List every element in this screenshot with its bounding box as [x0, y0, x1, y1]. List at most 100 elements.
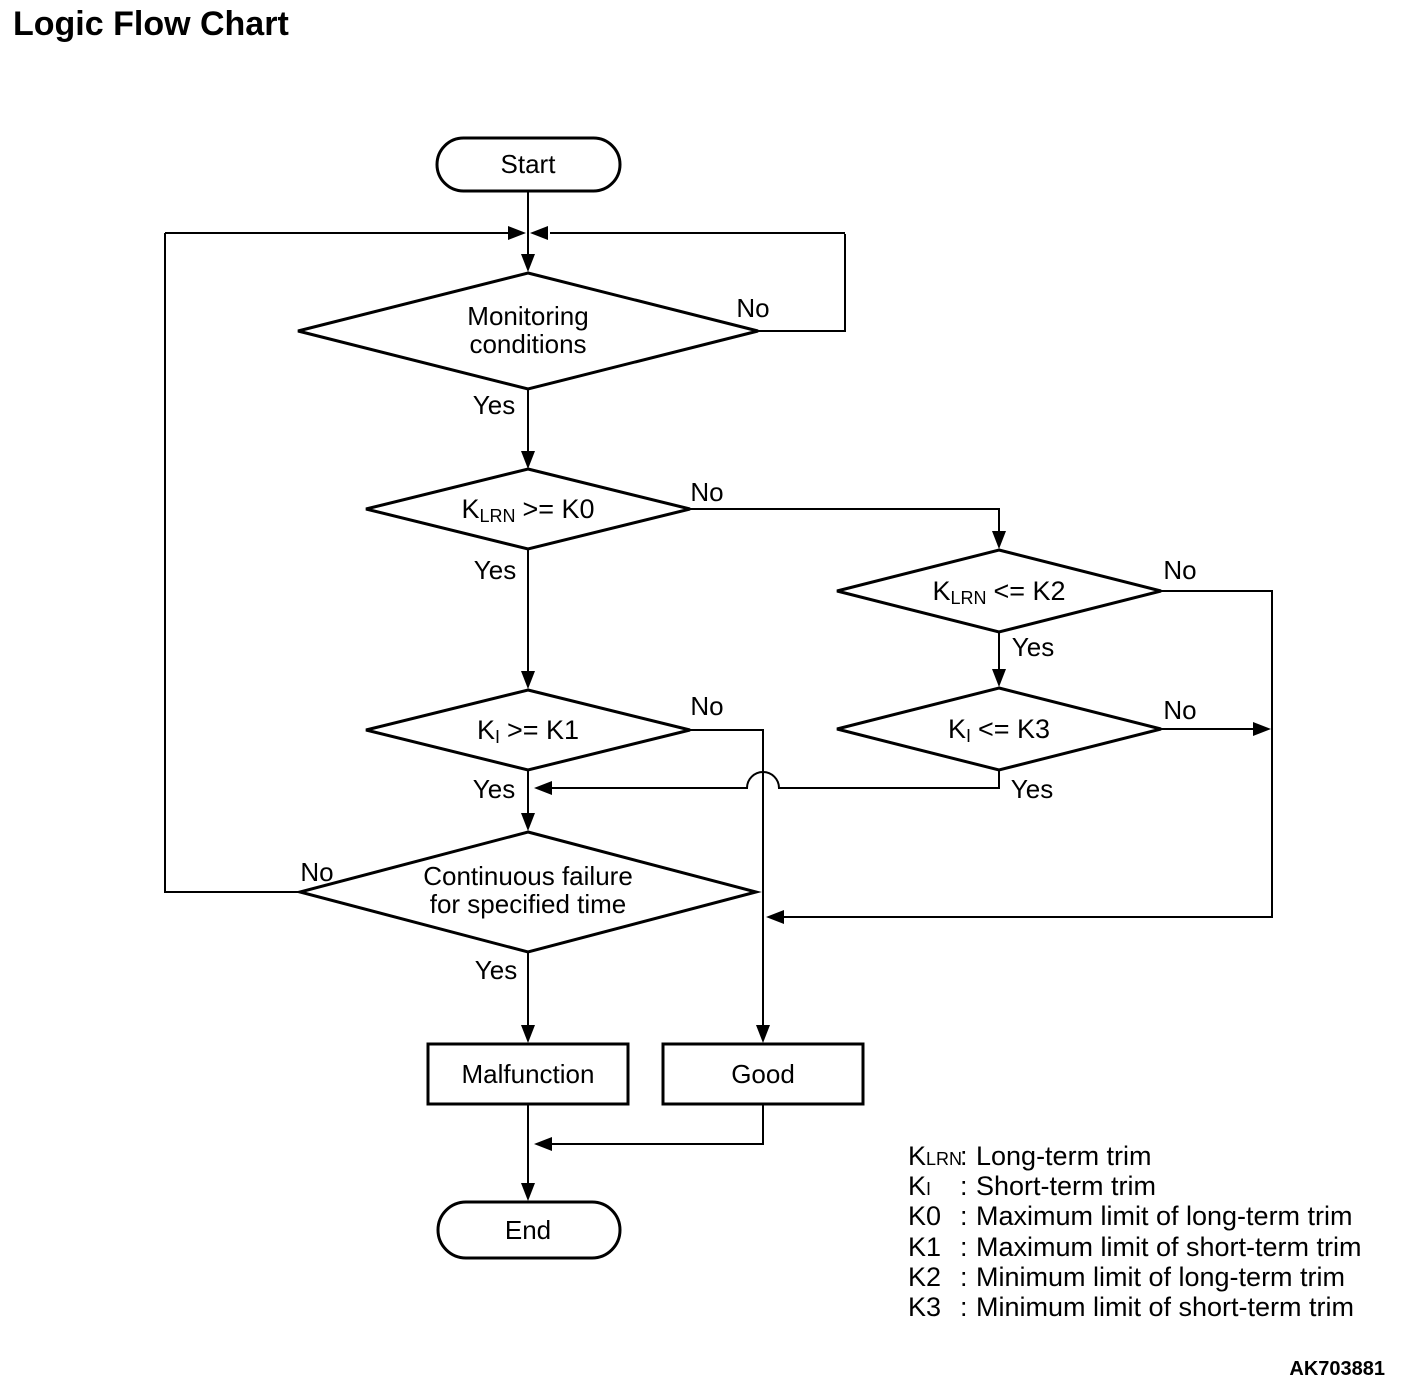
node-end — [436, 1200, 622, 1260]
legend-colon: : — [960, 1261, 968, 1292]
connector-line — [690, 729, 764, 1026]
start-label: Start — [501, 149, 557, 179]
connector-line — [552, 1104, 764, 1145]
decision-ki-le-k3 — [836, 686, 1162, 772]
legend-colon: : — [960, 1141, 968, 1171]
arrowhead — [521, 1183, 535, 1201]
edge-malfunction-to-end — [521, 1104, 535, 1201]
edge-klrn-k2-no-down-left — [766, 590, 1273, 924]
legend: KLRN: Long-term trim KI: Short-term trim K… — [908, 1141, 1362, 1322]
edge-loop-right-junction — [530, 226, 845, 240]
arrowhead — [534, 781, 552, 795]
legend-description: Maximum limit of long-term trim — [976, 1201, 1353, 1232]
continuous-label-line2: for specified time — [430, 889, 627, 919]
arrowhead — [530, 226, 548, 240]
legend-symbol: KI — [908, 1171, 932, 1202]
connector-line — [552, 770, 1000, 789]
node-start — [435, 136, 622, 193]
branch-yes-klrn-k2: Yes — [1012, 632, 1054, 662]
legend-colon: : — [960, 1201, 968, 1232]
arrowhead — [766, 910, 784, 924]
legend-item: KI: Short-term trim — [908, 1171, 1362, 1201]
arrowhead — [521, 254, 535, 272]
arrowhead — [521, 813, 535, 831]
branch-yes-monitoring: Yes — [473, 390, 515, 420]
legend-description: Maximum limit of short-term trim — [976, 1231, 1362, 1262]
legend-colon: : — [960, 1231, 968, 1262]
legend-description: Short-term trim — [976, 1171, 1157, 1202]
legend-item: K0: Maximum limit of long-term trim — [908, 1201, 1362, 1231]
arrowhead — [508, 226, 526, 240]
branch-no-continuous: No — [300, 857, 333, 887]
decision-monitoring-conditions — [297, 271, 759, 391]
branch-no-ki-k1: No — [690, 691, 723, 721]
good-label: Good — [731, 1059, 795, 1089]
branch-no-ki-k3: No — [1163, 695, 1196, 725]
legend-symbol: K3 — [908, 1291, 942, 1322]
arrowhead — [756, 1025, 770, 1043]
edge-feedback-left-junction — [165, 226, 526, 240]
node-good — [661, 1042, 865, 1106]
edge-continuous-no-feedback — [164, 233, 300, 893]
edge-junction-to-monitoring — [521, 233, 535, 272]
legend-colon: : — [960, 1291, 968, 1322]
legend-symbol: K1 — [908, 1231, 942, 1262]
node-malfunction — [426, 1042, 630, 1106]
edge-klrn-k0-yes — [521, 549, 535, 689]
edge-ki-k3-yes-merge-with-bridge — [534, 770, 1000, 795]
edge-klrn-k2-yes — [992, 632, 1006, 687]
connector-line — [784, 590, 1273, 918]
arrowhead — [534, 1137, 552, 1151]
continuous-label-line1: Continuous failure — [423, 861, 633, 891]
legend-item: KLRN: Long-term trim — [908, 1141, 1362, 1171]
monitoring-label-line1: Monitoring — [467, 301, 588, 331]
edge-ki-k3-no — [1161, 722, 1271, 736]
legend-symbol: K2 — [908, 1261, 942, 1292]
connector-line — [164, 233, 300, 893]
arrowhead — [521, 451, 535, 469]
legend-description: Long-term trim — [976, 1141, 1152, 1171]
branch-yes-continuous: Yes — [475, 955, 517, 985]
legend-item: K1: Maximum limit of short-term trim — [908, 1232, 1362, 1262]
ki-k1-label: KI>= K1 — [477, 715, 579, 747]
legend-item: K2: Minimum limit of long-term trim — [908, 1262, 1362, 1292]
edge-continuous-yes — [521, 952, 535, 1043]
connector-line — [690, 508, 1000, 531]
connector-line — [758, 234, 846, 332]
decision-ki-ge-k1 — [365, 688, 691, 772]
edge-monitoring-no-loop — [758, 234, 846, 332]
edge-ki-k1-no-to-good — [690, 729, 770, 1043]
branch-no-klrn-k0: No — [690, 477, 723, 507]
decision-continuous-failure — [294, 830, 762, 954]
legend-colon: : — [960, 1171, 968, 1202]
edge-klrn-k0-no — [690, 508, 1006, 549]
legend-description: Minimum limit of short-term trim — [976, 1291, 1355, 1322]
edge-monitoring-yes — [521, 389, 535, 469]
arrowhead — [1253, 722, 1271, 736]
end-label: End — [505, 1215, 551, 1245]
arrowhead — [992, 531, 1006, 549]
legend-description: Minimum limit of long-term trim — [976, 1261, 1346, 1292]
branch-yes-ki-k1: Yes — [473, 774, 515, 804]
branch-yes-ki-k3: Yes — [1011, 774, 1053, 804]
arrowhead — [521, 671, 535, 689]
decision-klrn-le-k2 — [836, 548, 1162, 634]
legend-symbol: KLRN — [908, 1141, 963, 1171]
branch-yes-klrn-k0: Yes — [474, 555, 516, 585]
edge-good-merge — [534, 1104, 764, 1151]
legend-symbol: K0 — [908, 1201, 942, 1232]
decision-klrn-ge-k0 — [365, 467, 691, 551]
branch-no-klrn-k2: No — [1163, 555, 1196, 585]
ki-k3-label: KI<= K3 — [948, 714, 1050, 746]
arrowhead — [521, 1025, 535, 1043]
figure-code: AK703881 — [1289, 1358, 1385, 1380]
monitoring-label-line2: conditions — [469, 329, 586, 359]
arrowhead — [992, 669, 1006, 687]
klrn-k0-label: KLRN>= K0 — [461, 494, 594, 526]
klrn-k2-label: KLRN<= K2 — [932, 576, 1065, 608]
branch-no-monitoring: No — [736, 293, 769, 323]
page-title: Logic Flow Chart — [13, 5, 289, 43]
legend-item: K3: Minimum limit of short-term trim — [908, 1292, 1362, 1322]
malfunction-label: Malfunction — [462, 1059, 595, 1089]
